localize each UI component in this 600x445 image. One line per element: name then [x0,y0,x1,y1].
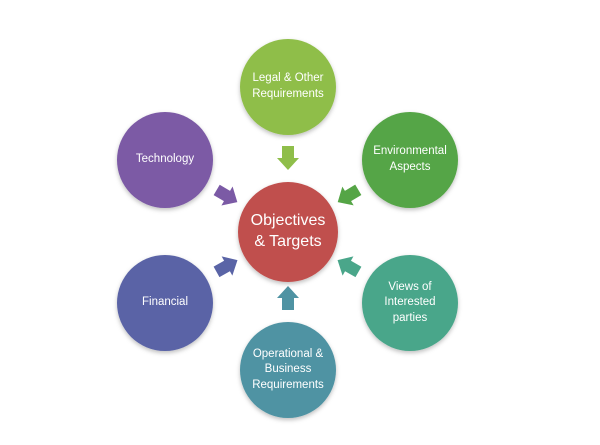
legal-requirements-arrow [277,146,299,170]
technology-label: Technology [135,153,195,166]
financial-circle [117,255,213,351]
operational-business-requirements-label: Operational & Business Requirements [252,347,324,391]
technology-arrow [213,184,238,206]
legal-requirements-label: Legal & Other Requirements [252,72,324,100]
operational-business-requirements-circle [240,322,336,418]
legal-requirements-circle [240,39,336,135]
financial-arrow [213,256,238,278]
operational-business-requirements-arrow [277,286,299,310]
environmental-aspects-circle [362,112,458,208]
views-of-interested-parties-arrow [337,256,362,278]
center-circle [238,182,338,282]
views-of-interested-parties-circle [362,255,458,351]
technology-circle [117,112,213,208]
environmental-aspects-arrow [337,184,362,206]
environmental-aspects-label: Environmental Aspects [373,145,447,173]
views-of-interested-parties-label: Views of Interested parties [384,280,436,324]
center-label: Objectives & Targets [250,212,326,250]
financial-label: Financial [141,296,189,309]
